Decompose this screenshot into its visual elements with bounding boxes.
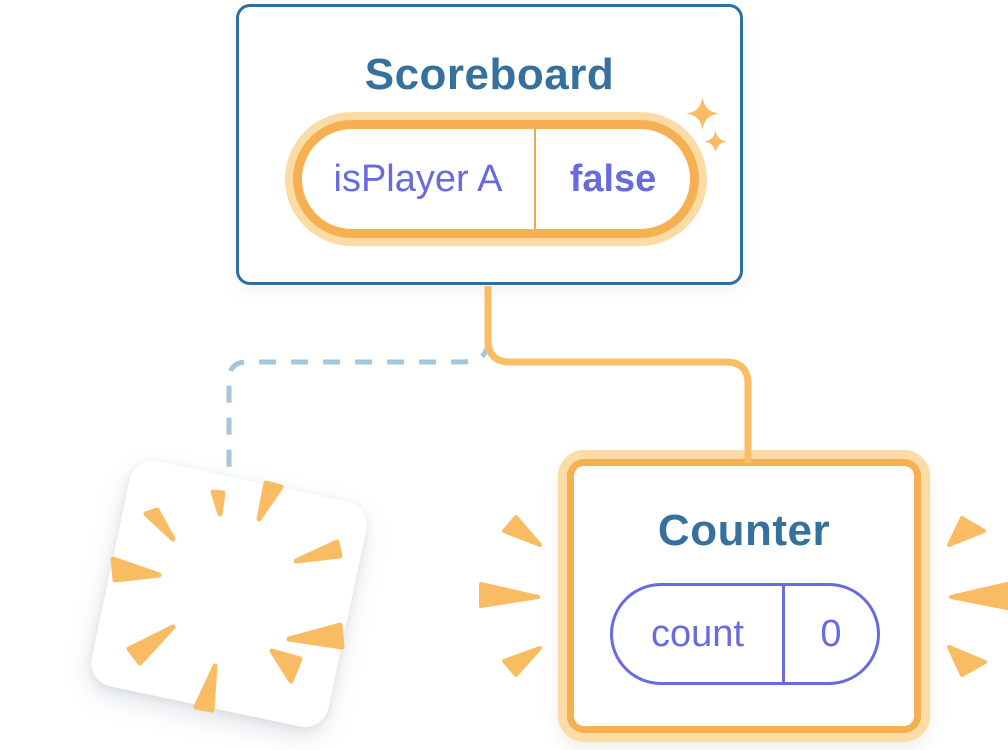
destroyed-connector-dashed bbox=[226, 340, 491, 468]
state-value-label: false bbox=[569, 157, 657, 200]
counter-state-pill: count 0 bbox=[610, 583, 880, 685]
counter-component-card-body: Counter count 0 bbox=[567, 459, 921, 733]
state-name-label: isPlayer A bbox=[302, 129, 536, 229]
scoreboard-title: Scoreboard bbox=[364, 50, 615, 99]
counter-component-card: Counter count 0 bbox=[558, 450, 930, 742]
scoreboard-component-card: Scoreboard isPlayer A false bbox=[236, 4, 743, 285]
destroyed-component-card bbox=[86, 456, 372, 732]
scoreboard-state-pill: isPlayer A false bbox=[285, 112, 707, 246]
state-value-label: 0 bbox=[820, 612, 842, 655]
emphasis-sparks-right-icon bbox=[947, 516, 1008, 677]
state-name-label: count bbox=[613, 586, 785, 682]
state-transfer-connector bbox=[484, 286, 752, 463]
emphasis-sparks-left-icon bbox=[479, 515, 542, 677]
scoreboard-state-pill-body: isPlayer A false bbox=[293, 120, 699, 238]
counter-title: Counter bbox=[657, 506, 831, 555]
